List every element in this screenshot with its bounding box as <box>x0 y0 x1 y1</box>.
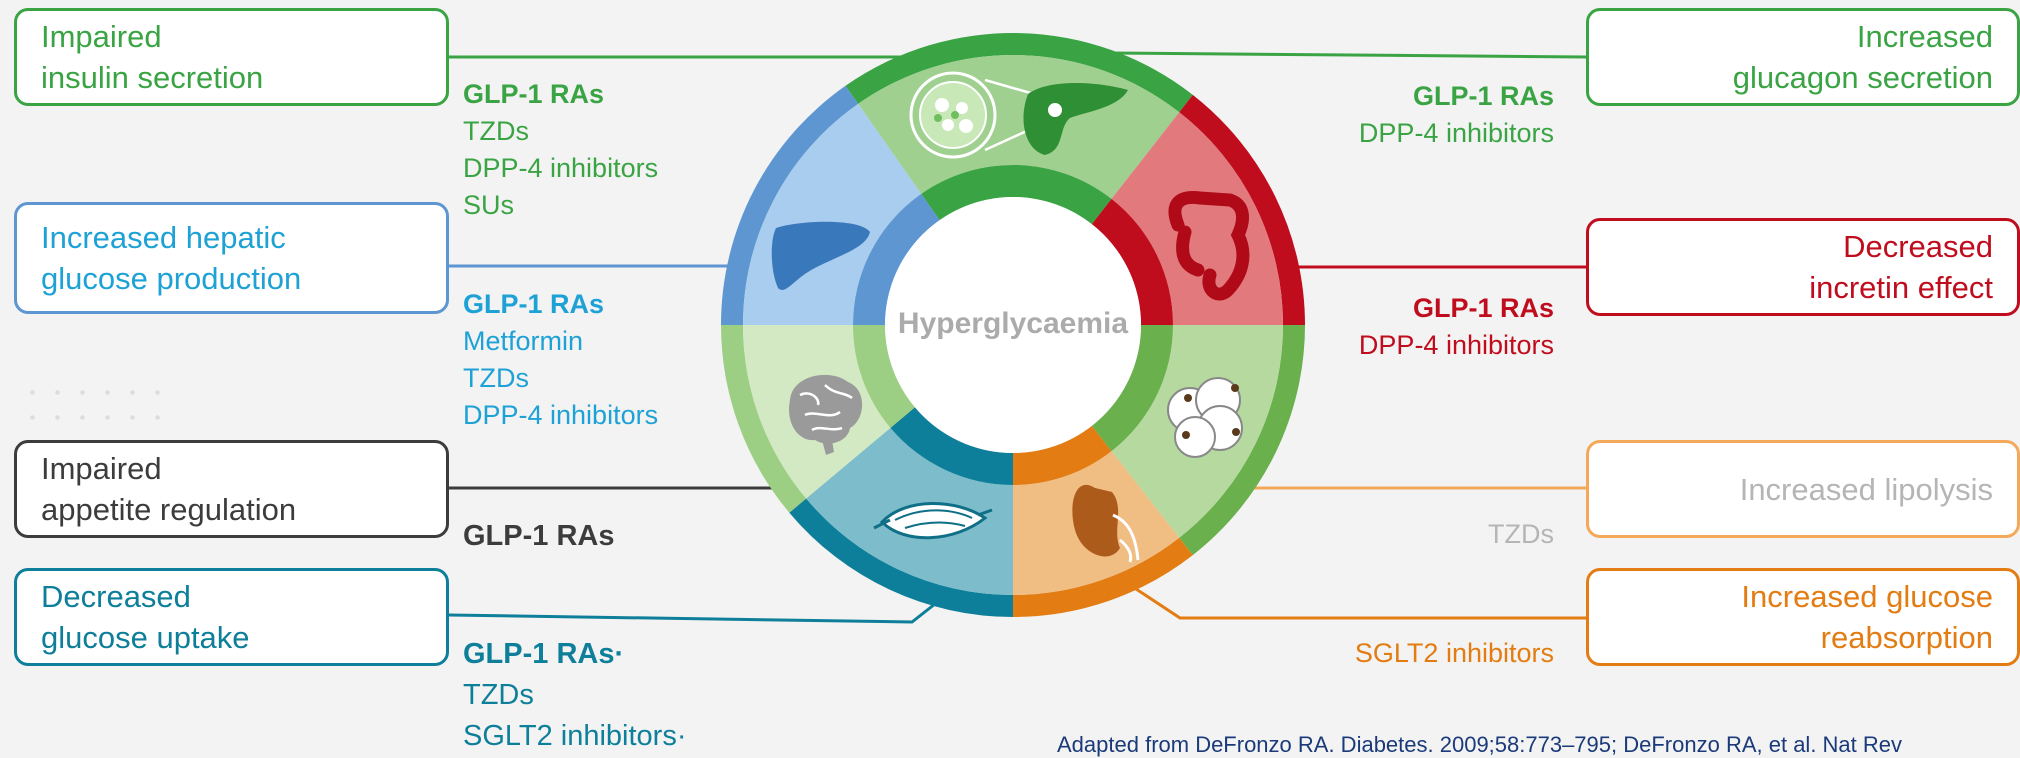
kidney-icon <box>1072 484 1140 563</box>
label-line: Decreased <box>1843 229 1993 264</box>
drug-item: TZDs <box>463 679 534 711</box>
label-line: Impaired <box>41 451 162 486</box>
treatments-glucagon: GLP-1 RAs DPP-4 inhibitors <box>1359 78 1554 152</box>
wheel-inner-gut <box>1091 198 1173 325</box>
connector-reabsorption <box>1129 583 1586 620</box>
label-line: incretin effect <box>1809 270 1993 305</box>
muscle-icon <box>873 502 993 540</box>
drug-item: GLP-1 RAs <box>1412 293 1554 323</box>
pancreas-icon <box>909 71 1128 159</box>
center-label: Hyperglycaemia <box>897 307 1129 340</box>
label-line: Increased glucose <box>1741 579 1993 614</box>
treatments-lipolysis: TZDs <box>1488 516 1554 553</box>
label-line: insulin secretion <box>41 60 264 95</box>
wheel-inner-muscle <box>890 407 1013 485</box>
connector-glucagon <box>1109 51 1587 59</box>
label-line: Increased hepatic <box>41 220 286 255</box>
label-line: glucose uptake <box>41 620 250 655</box>
liver-icon <box>771 221 870 290</box>
drug-item: GLP-1 RAs <box>1412 81 1554 111</box>
wheel-rim-liver <box>721 85 859 325</box>
wheel-inner-kidney <box>1013 425 1112 485</box>
box-increased-glucagon-secretion: Increased glucagon secretion <box>1586 8 2020 106</box>
box-impaired-appetite-regulation: Impaired appetite regulation <box>14 440 449 538</box>
wheel-inner-adipose <box>1091 325 1173 452</box>
treatments-hepatic: GLP-1 RAs Metformin TZDs DPP-4 inhibitor… <box>463 286 658 434</box>
drug-item: SGLT2 inhibitors· <box>463 720 687 752</box>
wheel-rim-gut <box>1179 94 1305 325</box>
wheel-rim-kidney <box>1013 537 1193 617</box>
box-decreased-incretin-effect: Decreased incretin effect <box>1586 218 2020 316</box>
drug-item: SGLT2 inhibitors <box>1354 638 1554 668</box>
drug-item: TZDs <box>463 363 529 393</box>
center-circle <box>885 197 1141 453</box>
treatments-incretin: GLP-1 RAs DPP-4 inhibitors <box>1359 290 1554 364</box>
box-impaired-insulin-secretion: Impaired insulin secretion <box>14 8 449 106</box>
wheel-inner-pancreas <box>921 164 1112 225</box>
connector-uptake <box>448 598 941 624</box>
drug-item: GLP-1 RAs <box>463 79 605 109</box>
label-line: glucose production <box>41 261 302 296</box>
label-line: Increased lipolysis <box>1739 471 1993 507</box>
wheel-rim-muscle <box>789 498 1013 617</box>
treatments-insulin: GLP-1 RAs TZDs DPP-4 inhibitors SUs <box>463 76 658 224</box>
drug-item: DPP-4 inhibitors <box>463 400 659 430</box>
wheel-rim-brain <box>721 325 807 513</box>
brain-icon <box>789 374 863 455</box>
label-line: appetite regulation <box>41 492 297 527</box>
drug-item: SUs <box>463 190 515 220</box>
label-line: Decreased <box>41 579 191 614</box>
box-increased-lipolysis: Increased lipolysis <box>1586 440 2020 538</box>
drug-item: DPP-4 inhibitors <box>1358 330 1554 360</box>
treatments-reabsorption: SGLT2 inhibitors <box>1355 635 1554 672</box>
source-citation: Adapted from DeFronzo RA. Diabetes. 2009… <box>1057 732 1903 757</box>
drug-item: DPP-4 inhibitors <box>1358 118 1554 148</box>
box-increased-glucose-reabsorption: Increased glucose reabsorption <box>1586 568 2020 666</box>
treatments-uptake: GLP-1 RAs· TZDs SGLT2 inhibitors· <box>463 634 687 757</box>
fat-cells-icon <box>1167 377 1243 458</box>
label-line: Impaired <box>41 19 162 54</box>
wheel-inner-brain <box>853 325 915 428</box>
label-line: Increased <box>1856 19 1993 54</box>
intestine-icon <box>1168 190 1250 301</box>
box-decreased-glucose-uptake: Decreased glucose uptake <box>14 568 449 666</box>
label-line: reabsorption <box>1820 620 1993 655</box>
drug-item: Metformin <box>463 326 584 356</box>
drug-item: GLP-1 RAs· <box>463 638 625 670</box>
wheel-inner-liver <box>852 193 940 325</box>
drug-item: TZDs <box>1488 519 1554 549</box>
drug-item: DPP-4 inhibitors <box>463 153 659 183</box>
drug-item: GLP-1 RAs <box>463 289 605 319</box>
treatments-appetite: GLP-1 RAs <box>463 516 614 557</box>
drug-item: GLP-1 RAs <box>463 520 615 552</box>
wheel-rim-adipose <box>1179 325 1305 556</box>
dot-pattern <box>20 380 180 440</box>
wheel-rim-pancreas <box>845 33 1193 113</box>
box-increased-hepatic-glucose: Increased hepatic glucose production <box>14 202 449 314</box>
label-line: glucagon secretion <box>1732 60 1993 95</box>
drug-item: TZDs <box>463 116 529 146</box>
